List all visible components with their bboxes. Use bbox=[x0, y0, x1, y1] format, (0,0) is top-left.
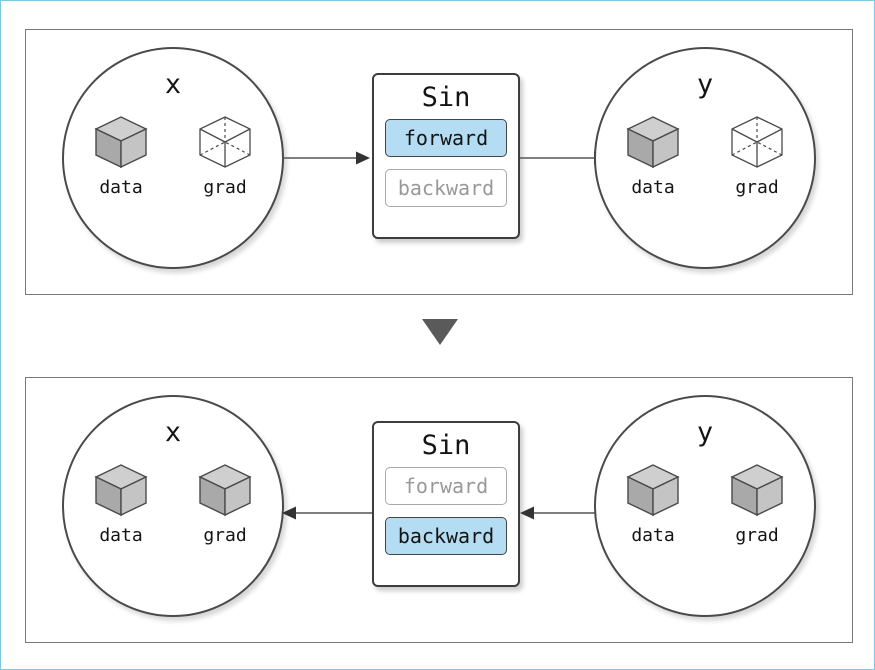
variable-slot-data: data bbox=[85, 111, 157, 197]
function-box-sin-forward: Sin forward backward bbox=[372, 73, 520, 239]
function-box-sin-backward: Sin forward backward bbox=[372, 421, 520, 587]
variable-circle-y-forward: y data bbox=[594, 47, 816, 269]
filled-cube-icon bbox=[622, 111, 684, 173]
filled-cube-icon bbox=[90, 111, 152, 173]
arrow-x-to-sin bbox=[282, 148, 372, 168]
variable-circle-y-backward: y data bbox=[594, 395, 816, 617]
variable-slot-data: data bbox=[617, 459, 689, 545]
filled-cube-icon bbox=[622, 459, 684, 521]
panel-backward-pass: x data bbox=[25, 377, 853, 643]
filled-cube-icon bbox=[726, 459, 788, 521]
down-triangle-icon bbox=[422, 319, 458, 345]
slot-label: data bbox=[99, 177, 143, 198]
panel-forward-pass: x data bbox=[25, 29, 853, 295]
arrow-sin-to-x bbox=[282, 503, 372, 523]
variable-slots: data grad bbox=[64, 111, 282, 197]
function-title: Sin bbox=[421, 430, 471, 461]
variable-circle-x-forward: x data bbox=[62, 47, 284, 269]
method-button-backward[interactable]: backward bbox=[385, 517, 507, 556]
variable-name-label: y bbox=[696, 417, 714, 448]
function-title: Sin bbox=[421, 82, 471, 113]
variable-slot-data: data bbox=[85, 459, 157, 545]
variable-slot-grad: grad bbox=[189, 111, 261, 197]
variable-name-label: x bbox=[164, 417, 182, 448]
filled-cube-icon bbox=[194, 459, 256, 521]
variable-slots: data grad bbox=[596, 111, 814, 197]
slot-label: grad bbox=[203, 177, 247, 198]
filled-cube-icon bbox=[90, 459, 152, 521]
variable-slot-grad: grad bbox=[721, 111, 793, 197]
wireframe-cube-icon bbox=[194, 111, 256, 173]
slot-label: data bbox=[631, 177, 675, 198]
variable-slots: data grad bbox=[64, 459, 282, 545]
slot-label: grad bbox=[203, 525, 247, 546]
method-button-backward[interactable]: backward bbox=[385, 169, 507, 208]
variable-name-label: x bbox=[164, 69, 182, 100]
slot-label: data bbox=[99, 525, 143, 546]
variable-name-label: y bbox=[696, 69, 714, 100]
method-button-forward[interactable]: forward bbox=[385, 119, 507, 158]
variable-slot-grad: grad bbox=[189, 459, 261, 545]
slot-label: data bbox=[631, 525, 675, 546]
variable-slot-grad: grad bbox=[721, 459, 793, 545]
variable-slots: data grad bbox=[596, 459, 814, 545]
variable-circle-x-backward: x data bbox=[62, 395, 284, 617]
slot-label: grad bbox=[735, 525, 779, 546]
variable-slot-data: data bbox=[617, 111, 689, 197]
slot-label: grad bbox=[735, 177, 779, 198]
wireframe-cube-icon bbox=[726, 111, 788, 173]
method-button-forward[interactable]: forward bbox=[385, 467, 507, 506]
